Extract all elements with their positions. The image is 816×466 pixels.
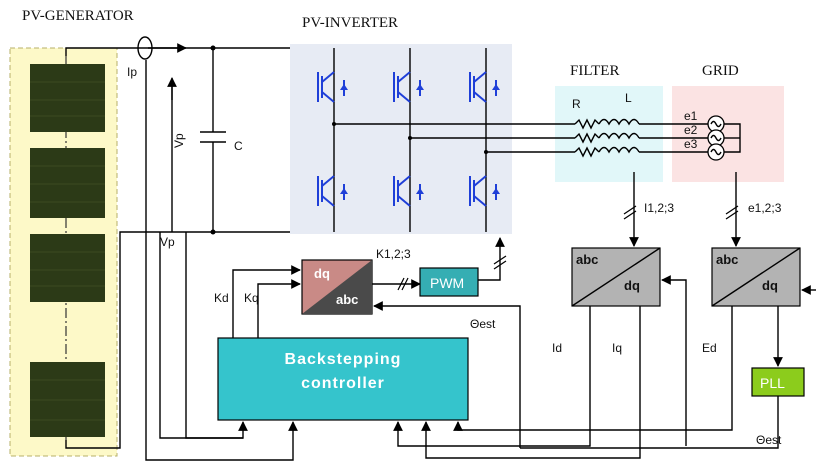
svg-text:abc: abc [336, 292, 358, 307]
igbt-icon [469, 71, 500, 103]
pwm-block [419, 267, 479, 297]
pwm-label: PWM [430, 275, 464, 291]
pv-inverter-title: PV-INVERTER [302, 15, 398, 31]
theta-est-top-label: Θest [470, 317, 496, 331]
theta-est-bottom-label: Θest [756, 433, 782, 447]
inductor-label: L [625, 91, 632, 105]
svg-text:dq: dq [762, 278, 778, 293]
i123-label: I1,2;3 [644, 201, 674, 215]
pll-label: PLL [760, 375, 785, 391]
ed-label: Ed [702, 341, 717, 355]
k123-label: K1,2;3 [376, 247, 411, 261]
pv-inverter-background [290, 44, 512, 234]
filter-background [555, 86, 663, 182]
pv-panel-4 [30, 362, 105, 437]
ip-label: Ip [127, 65, 137, 79]
filter-components [574, 118, 708, 158]
three-phase-lines [332, 122, 575, 154]
igbt-icon [317, 175, 348, 207]
pll-block [751, 367, 805, 397]
pv-panel-2 [30, 148, 105, 218]
grid-sources [707, 115, 741, 161]
pv-panels [30, 56, 105, 440]
id-label: Id [552, 341, 562, 355]
inverter-bridge [317, 48, 500, 232]
svg-text:dq: dq [624, 278, 640, 293]
svg-text:abc: abc [716, 252, 738, 267]
kq-label: Kq [244, 291, 259, 305]
igbt-icon [317, 71, 348, 103]
grid-title: GRID [702, 63, 739, 79]
vp-vertical-label: Vp [172, 133, 186, 148]
pv-panel-1 [30, 64, 105, 132]
grid-background [672, 86, 784, 182]
iq-label: Iq [612, 341, 622, 355]
svg-text:abc: abc [576, 252, 598, 267]
pv-panel-3 [30, 234, 105, 302]
igbt-icon [393, 71, 424, 103]
abc-dq-voltage-transform: abc dq [711, 247, 801, 307]
pv-generator-title: PV-GENERATOR [22, 8, 134, 24]
dq-abc-transform: dq abc [301, 259, 373, 315]
e1-label: e1 [684, 109, 698, 123]
e3-label: e3 [684, 137, 698, 151]
kd-label: Kd [214, 291, 229, 305]
igbt-icon [393, 175, 424, 207]
resistor-label: R [572, 97, 581, 111]
filter-title: FILTER [570, 63, 619, 79]
capacitor-label: C [234, 139, 243, 153]
controller-line2: controller [301, 375, 385, 392]
svg-text:dq: dq [314, 266, 330, 281]
e2-label: e2 [684, 123, 698, 137]
vp-label: Vp [160, 235, 175, 249]
igbt-icon [469, 175, 500, 207]
dc-bus-wires [65, 43, 290, 449]
current-sensor [137, 36, 153, 60]
e123-label: e1,2;3 [748, 201, 782, 215]
backstepping-controller-block [217, 337, 469, 421]
abc-dq-current-transform: abc dq [571, 247, 661, 307]
controller-line1: Backstepping [285, 351, 402, 368]
